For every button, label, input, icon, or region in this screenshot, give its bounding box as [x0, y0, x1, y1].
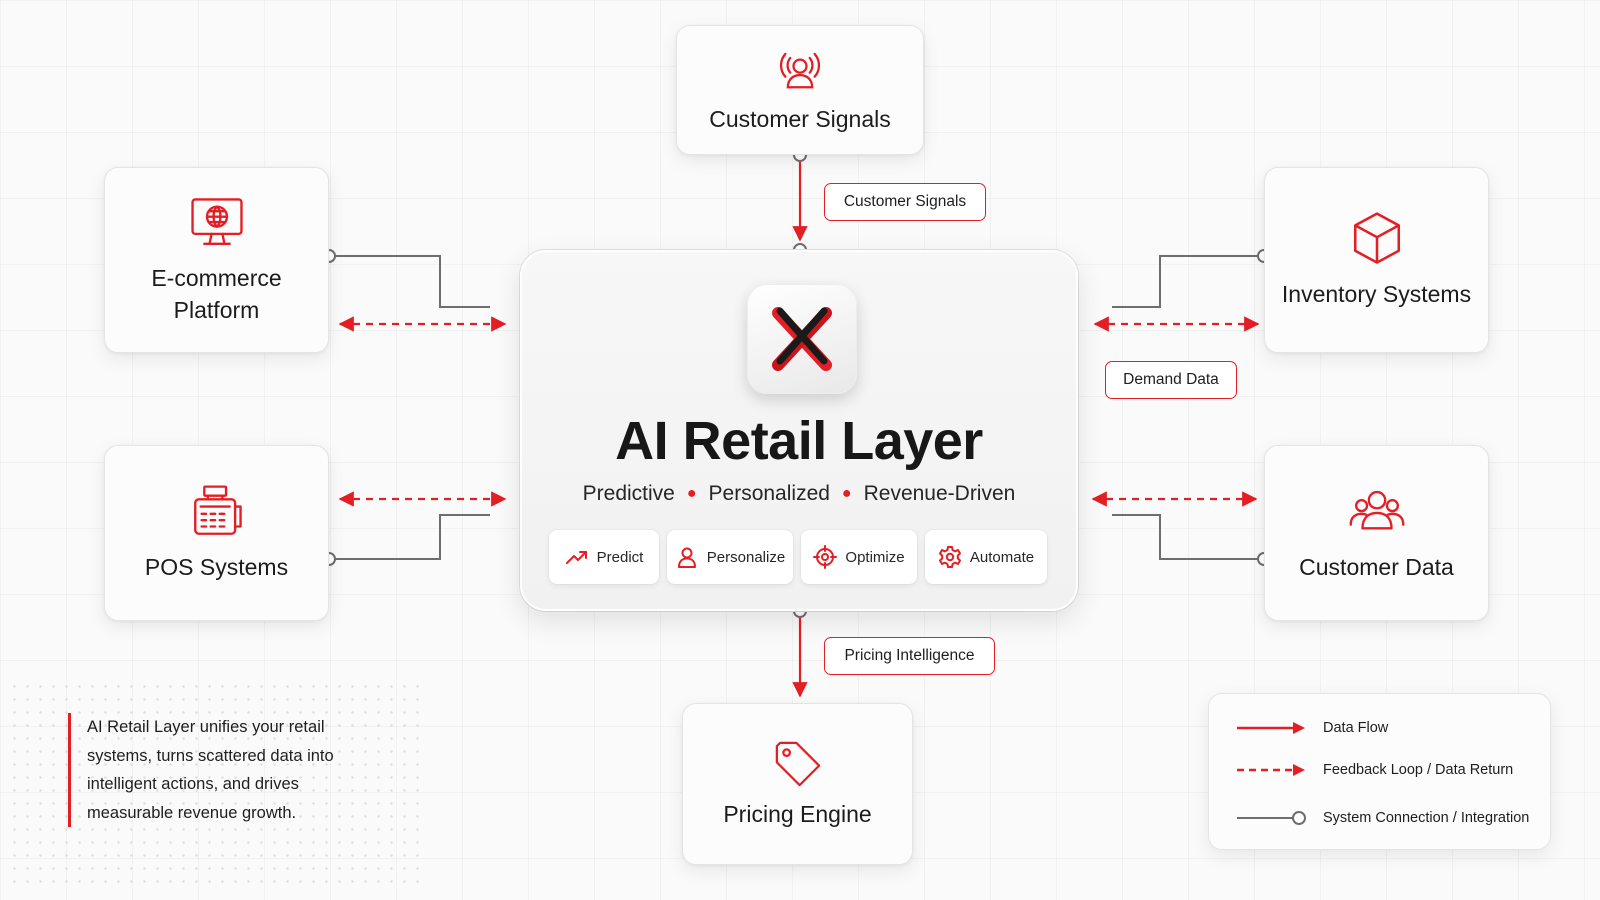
hub-title: AI Retail Layer [615, 411, 983, 471]
legend-item-system-connection: System Connection / Integration [1235, 806, 1529, 830]
line-circle-icon [1237, 811, 1306, 825]
subtitle-item: Personalized [708, 482, 830, 505]
globe-monitor-icon [190, 198, 243, 246]
personalize-button[interactable]: Personalize [667, 530, 793, 584]
subtitle-item: Revenue-Driven [863, 482, 1016, 505]
node-label: E-commerce Platform [151, 265, 282, 323]
integration-line-inventory [1112, 255, 1264, 308]
inventory-systems-node: Inventory Systems [1264, 167, 1489, 353]
cash-register-icon [193, 485, 242, 535]
trend-up-icon [565, 551, 587, 564]
legend-label: Feedback Loop / Data Return [1323, 762, 1514, 778]
price-tag-icon [775, 741, 820, 787]
pos-systems-node: POS Systems [104, 445, 329, 621]
ai-retail-layer-hub: AI Retail Layer Predictive ● Personalized ●… [520, 250, 1078, 611]
legend-label: System Connection / Integration [1323, 810, 1530, 826]
integration-line-pos [329, 514, 490, 560]
node-label: Customer Data [1299, 554, 1454, 580]
chip-label: Predict [596, 548, 644, 566]
predict-button[interactable]: Predict [549, 530, 659, 584]
customer-signals-flow-label: Customer Signals [824, 183, 986, 221]
description-text: AI Retail Layer unifies your retail syst… [68, 713, 368, 827]
bullet-dot: ● [686, 485, 697, 502]
legend-item-data-flow: Data Flow [1235, 716, 1388, 740]
x-logo-icon [772, 307, 832, 371]
subtitle-item: Predictive [582, 482, 675, 505]
customer-data-node: Customer Data [1264, 445, 1489, 621]
bullet-dot: ● [841, 485, 852, 502]
legend: Data Flow Feedback Loop / Data Return Sy… [1208, 693, 1551, 850]
integration-line-ecommerce [329, 255, 490, 308]
users-icon [1349, 490, 1404, 530]
dashed-arrow-icon [1237, 764, 1305, 776]
customer-signals-node: Customer Signals [676, 25, 924, 155]
demand-data-flow-label: Demand Data [1105, 361, 1237, 399]
broadcasting-user-icon [779, 52, 821, 89]
target-icon [813, 545, 838, 569]
user-icon [677, 547, 696, 568]
chip-label: Automate [969, 548, 1035, 566]
chip-label: Personalize [706, 548, 786, 566]
integration-line-customer-data [1112, 514, 1264, 560]
gear-icon [938, 546, 961, 568]
dot-pattern [8, 680, 428, 890]
automate-button[interactable]: Automate [925, 530, 1047, 584]
hub-actions: Predict Personalize Optimize Automate [549, 530, 1053, 584]
solid-arrow-icon [1237, 722, 1305, 734]
node-label: Pricing Engine [723, 801, 872, 827]
node-label: POS Systems [144, 554, 289, 580]
chip-label: Optimize [845, 548, 905, 566]
optimize-button[interactable]: Optimize [801, 530, 917, 584]
node-label: Customer Signals [709, 106, 891, 132]
ecommerce-platform-node: E-commerce Platform [104, 167, 329, 353]
ai-logo [747, 284, 857, 394]
pricing-engine-node: Pricing Engine [682, 703, 913, 865]
node-label: Inventory Systems [1281, 281, 1472, 307]
cube-icon [1353, 212, 1400, 264]
pricing-intelligence-flow-label: Pricing Intelligence [824, 637, 995, 675]
hub-subtitle: Predictive ● Personalized ● Revenue-Driven [522, 482, 1076, 506]
legend-item-feedback-loop: Feedback Loop / Data Return [1235, 758, 1513, 782]
legend-label: Data Flow [1323, 720, 1389, 736]
